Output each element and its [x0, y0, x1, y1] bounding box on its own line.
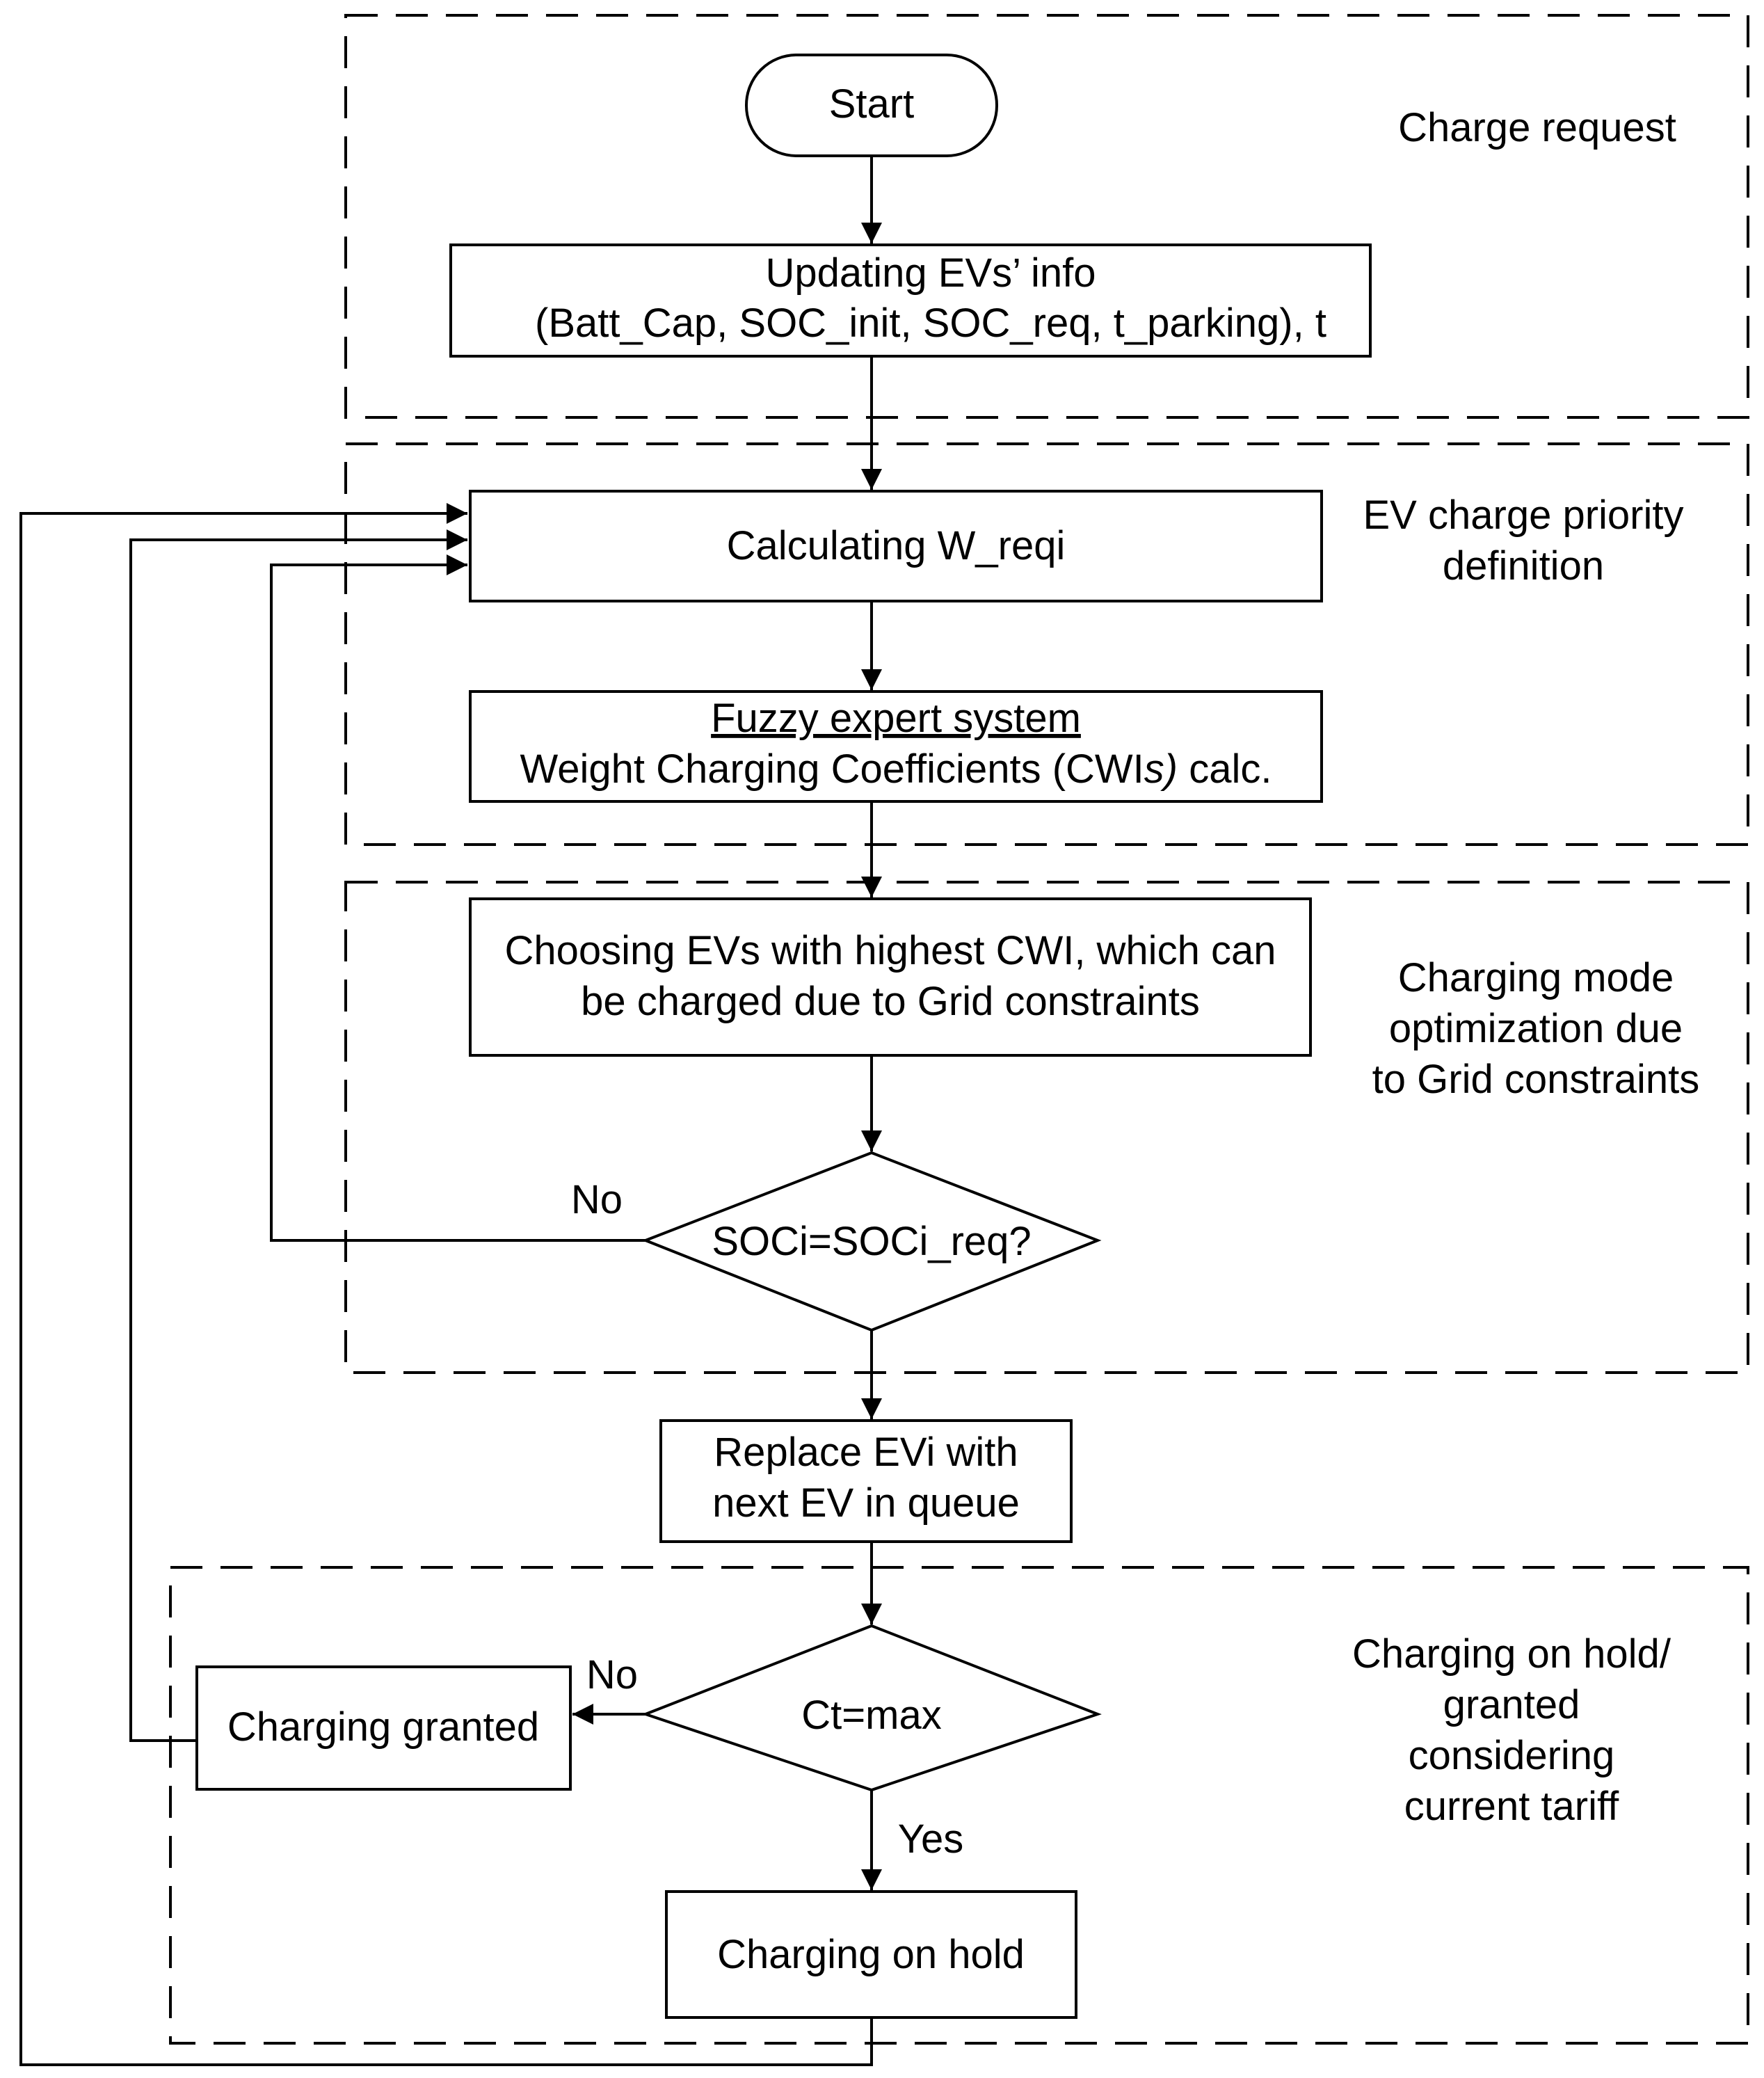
edge-label-tariff-yes: Yes [898, 1816, 964, 1862]
edge-label-soc-no: No [571, 1177, 623, 1222]
fuzzy-expert-box: Fuzzy expert system Weight Charging Coef… [469, 690, 1323, 803]
svg-text:EV charge priority: EV charge priority [1363, 493, 1684, 538]
section-label-hold-granted: Charging on hold/ granted considering cu… [1352, 1631, 1671, 1829]
charging-on-hold-box: Charging on hold [665, 1890, 1077, 2019]
svg-text:Start: Start [829, 81, 915, 127]
svg-text:Calculating W_reqi: Calculating W_reqi [727, 523, 1066, 568]
start-terminal: Start [745, 54, 998, 157]
svg-text:current tariff: current tariff [1404, 1784, 1619, 1829]
loop-soc-no-to-calc [270, 554, 646, 1242]
svg-text:Charging on hold: Charging on hold [717, 1932, 1025, 1977]
section-frame-hold-granted [169, 1566, 1749, 2045]
svg-text:Replace EVi with: Replace EVi with [714, 1430, 1018, 1475]
section-frame-mode-optimization [344, 881, 1749, 1374]
svg-text:Updating EVs’ info: Updating EVs’ info [765, 250, 1096, 296]
section-label-mode-optimization: Charging mode optimization due to Grid c… [1372, 955, 1700, 1102]
tariff-check-decision: Ct=max [641, 1624, 1102, 1792]
svg-text:definition: definition [1443, 543, 1604, 589]
charging-granted-box: Charging granted [195, 1665, 572, 1791]
svg-text:Ct=max: Ct=max [801, 1693, 941, 1738]
replace-ev-box: Replace EVi with next EV in queue [659, 1419, 1073, 1543]
svg-text:Fuzzy expert system: Fuzzy expert system [711, 696, 1081, 741]
section-frame-priority-definition [344, 442, 1749, 846]
svg-text:optimization due: optimization due [1389, 1006, 1683, 1051]
svg-text:SOCi=SOCi_req?: SOCi=SOCi_req? [712, 1219, 1031, 1264]
loop-hold-to-calc [19, 503, 873, 2066]
svg-text:be charged due to Grid constra: be charged due to Grid constraints [581, 979, 1200, 1024]
svg-text:considering: considering [1409, 1733, 1615, 1778]
section-frame-charge-request [344, 14, 1749, 419]
section-label-priority-definition: EV charge priority definition [1363, 493, 1684, 589]
soc-check-decision: SOCi=SOCi_req? [641, 1151, 1102, 1332]
choose-evs-box: Choosing EVs with highest CWI, which can… [469, 897, 1312, 1057]
svg-text:Charging mode: Charging mode [1398, 955, 1674, 1000]
svg-text:Choosing EVs with highest CWI,: Choosing EVs with highest CWI, which can [505, 928, 1276, 973]
svg-text:granted: granted [1443, 1682, 1580, 1727]
svg-text:Charging on hold/: Charging on hold/ [1352, 1631, 1671, 1677]
edge-label-tariff-no: No [586, 1652, 638, 1697]
loop-granted-to-calc [129, 529, 467, 1742]
calc-wreq-box: Calculating W_reqi [469, 490, 1323, 602]
svg-text:Charging granted: Charging granted [227, 1704, 539, 1750]
svg-text:Charge request: Charge request [1398, 105, 1676, 150]
update-info-box: Updating EVs’ info (Batt_Cap, SOC_init, … [449, 243, 1372, 358]
section-label-charge-request: Charge request [1398, 105, 1676, 150]
svg-text:Weight Charging Coefficients (: Weight Charging Coefficients (CWIs) calc… [520, 746, 1272, 792]
svg-text:next EV in queue: next EV in queue [712, 1480, 1020, 1526]
svg-text:(Batt_Cap, SOC_init, SOC_req,: (Batt_Cap, SOC_init, SOC_req, t_parking)… [535, 301, 1326, 346]
svg-text:to Grid constraints: to Grid constraints [1372, 1057, 1700, 1102]
